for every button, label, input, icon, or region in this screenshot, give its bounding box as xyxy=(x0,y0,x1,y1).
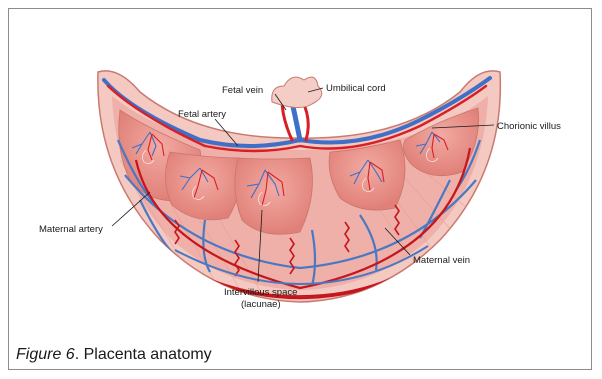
label-fetal-artery: Fetal artery xyxy=(178,109,226,120)
label-intervillous-space-lacunae: (lacunae) xyxy=(241,299,281,310)
label-intervillous-space: Intervillous space xyxy=(224,287,297,298)
label-maternal-vein: Maternal vein xyxy=(413,255,470,266)
figure-caption-text: . Placenta anatomy xyxy=(75,346,212,363)
cotyledon xyxy=(235,158,313,234)
umbilical-cord xyxy=(272,77,322,107)
label-umbilical-cord: Umbilical cord xyxy=(326,83,386,94)
label-chorionic-villus: Chorionic villus xyxy=(497,121,561,132)
figure-caption: Figure 6. Placenta anatomy xyxy=(16,346,212,364)
label-maternal-artery: Maternal artery xyxy=(39,224,103,235)
figure-caption-label: Figure 6 xyxy=(16,346,75,363)
label-fetal-vein: Fetal vein xyxy=(222,85,263,96)
